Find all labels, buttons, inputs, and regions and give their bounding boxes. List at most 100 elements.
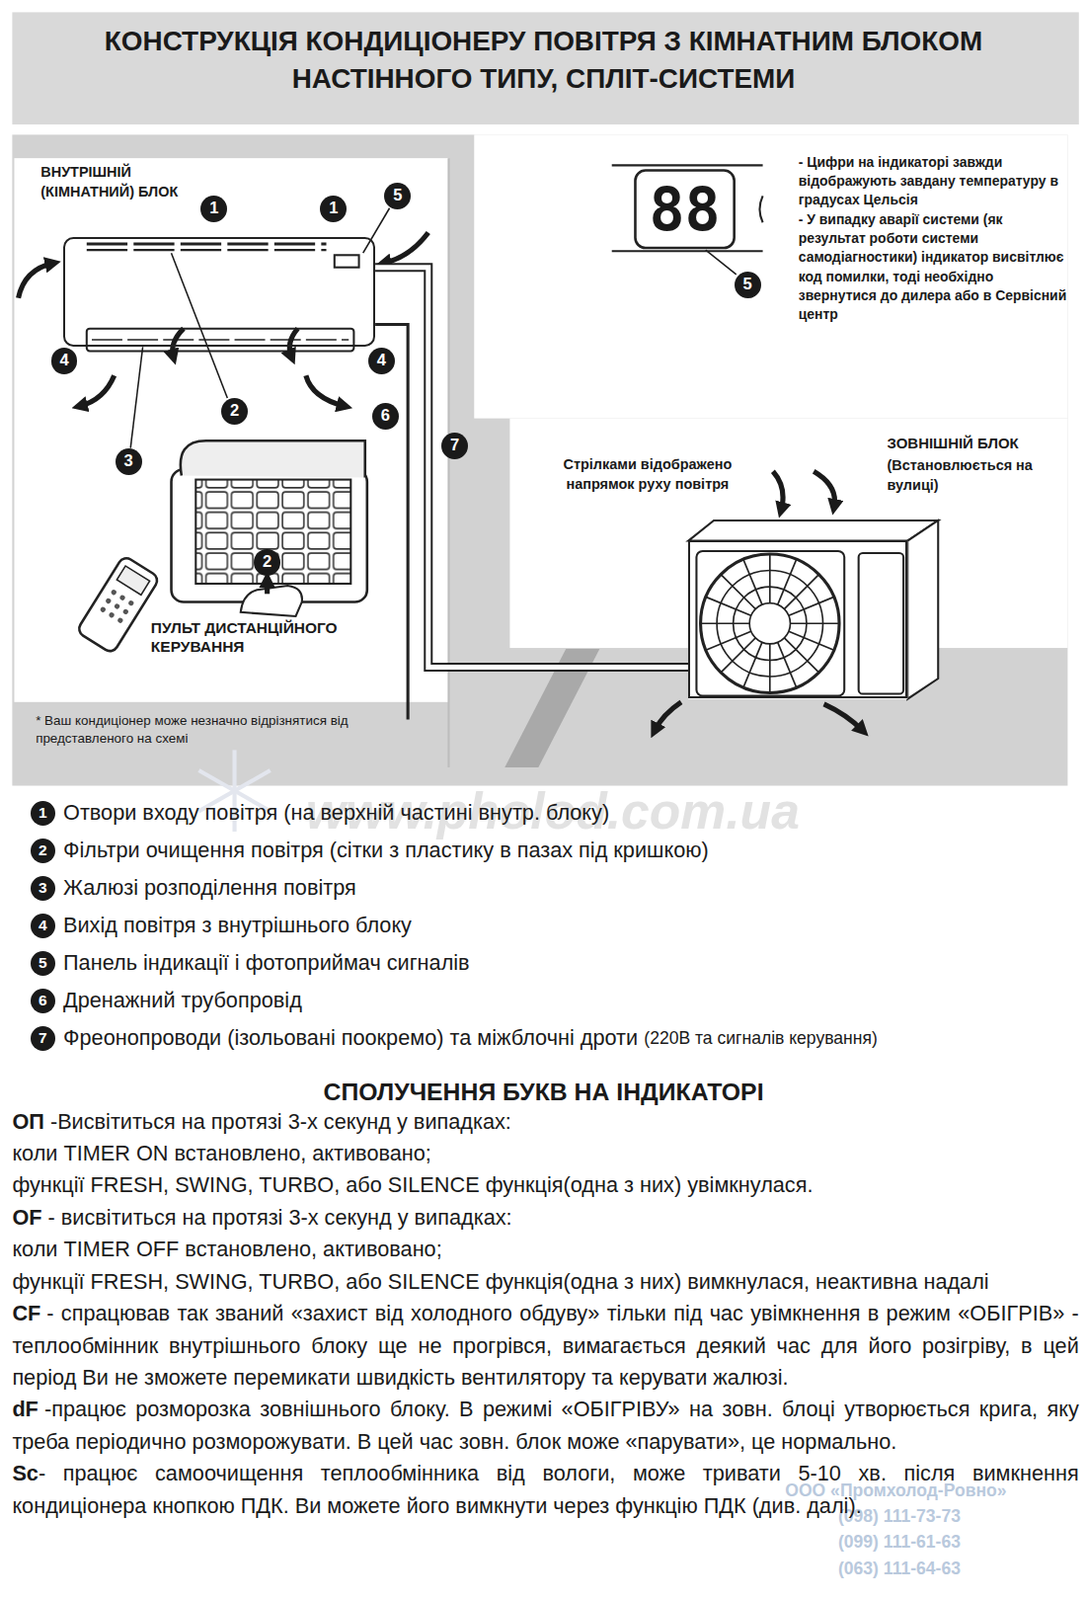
legend-row: 3Жалюзі розподілення повітря [30,873,357,903]
drawing-circle [118,594,126,602]
callout-number: 7 [441,432,468,460]
legend-text: Фреонопроводи (ізольовані поокремо) та м… [63,1024,638,1051]
fan-spoke [705,596,752,616]
fan-spoke [720,637,756,673]
drawing-rect [11,11,1079,125]
drawing-polygon [688,520,938,542]
code-description: -працює розморозка зовнішнього блоку. В … [11,1396,1079,1453]
body-line: коли TIMER ON встановлено, активовано; [11,1140,431,1165]
drawing-line [86,241,327,245]
drawing-line [705,249,737,275]
callout-number: 5 [30,950,56,976]
drawing-g [700,553,840,694]
drawing-path [759,195,763,223]
paragraph: функції FRESH, SWING, TURBO, або SILENCE… [11,1265,1079,1298]
legend-row: 5 Панель індикації і фотоприймач сигналів [30,948,470,978]
legend-text: Панель індикації і фотоприймач сигналів [63,949,470,976]
fan-spoke [769,643,772,694]
drawing-rect [76,554,160,654]
paragraph: функції FRESH, SWING, TURBO, або SILENCE… [11,1168,1079,1201]
drawing-path [79,375,115,406]
fan-spoke [777,641,797,688]
callout-number: 2 [30,838,56,863]
legend-row: 2Фільтри очищення повітря (сітки з пласт… [30,836,709,865]
unit-label: ВНУТРІШНІЙ (КІМНАТНИЙ) БЛОК [40,162,189,202]
callout-number: 2 [221,397,248,425]
drawing-rect [696,550,845,697]
code-term: dF [11,1396,39,1421]
legend-row: 1Отвори входу повітря (на верхній частин… [30,798,610,828]
watermark: (098) 111-73-73 [838,1505,1043,1528]
watermark: (063) 111-64-63 [838,1557,1043,1580]
drawing-rect [688,541,908,699]
callout-number: 4 [368,347,395,375]
fan-spoke [788,630,835,650]
paragraph: ОП-Висвітиться на протязі 3-х секунд у в… [11,1105,1079,1138]
title: КОНСТРУКЦІЯ КОНДИЦІОНЕРУ ПОВІТРЯ З КІМНА… [101,22,985,98]
drawing-circle [113,602,121,610]
drawing-path [180,440,366,477]
fan-spoke [743,558,763,605]
code-term: CF [11,1300,41,1325]
legend-text: Дренажний трубопровід [63,987,303,1013]
watermark: (099) 111-61-63 [838,1531,1043,1553]
callout-number: 7 [30,1025,56,1051]
indoor-unit: ВНУТРІШНІЙ (КІМНАТНИЙ) БЛОК [63,236,376,348]
fan-spoke [743,641,763,688]
callout-number: 1 [30,800,56,826]
fan-spoke [783,574,819,610]
legend-row: 7 Фреонопроводи (ізольовані поокремо) та … [30,1023,878,1053]
drawing-rect [116,565,150,595]
callout-number: 6 [30,988,56,1013]
drawing-line [447,157,450,768]
fan-spoke [705,630,752,650]
callout-number: 4 [30,913,56,938]
drawing-line [612,249,764,252]
drawing-line [91,338,349,341]
paragraph: dF-працює розморозка зовнішнього блоку. … [11,1393,1079,1458]
drawing-path [18,263,54,299]
paragraph: CF- спрацював так званий «захист від хол… [11,1297,1079,1394]
paragraph: Sc- працює самоочищення теплообмінника в… [11,1457,1079,1522]
fan-spoke [783,637,819,673]
legend-text: Вихід повітря з внутрішнього блоку [63,912,412,938]
legend-text: (220В та сигналів керування) [643,1027,878,1049]
body-line: функції FRESH, SWING, TURBO, або SILENCE… [11,1171,813,1197]
text-block: ОП-Висвітиться на протязі 3-х секунд у в… [11,1105,1079,1522]
drawing-circle [99,606,107,614]
drawing-rect [195,479,351,584]
drawing-rect [858,552,904,695]
drawing-line [130,346,143,448]
callout-number: 2 [253,548,281,576]
body-line: функції FRESH, SWING, TURBO, або SILENCE… [11,1268,989,1294]
drawing-path [824,703,863,731]
drawing-circle [110,588,118,596]
drawing-path [306,375,345,406]
arrow-note: Стрілками відображено напрямок руху пові… [535,454,760,494]
drawing-circle [104,597,112,605]
drawing-circle [116,617,124,624]
drawing-line [86,248,327,251]
drawing-line [363,208,390,253]
drawing-path [773,470,783,510]
drawing-path [813,470,835,507]
drawing-g [99,588,136,624]
body-line: коли TIMER OFF встановлено, активовано; [11,1236,442,1261]
callout-number: 6 [372,402,399,430]
drawing-g [76,554,160,654]
fan-spoke [777,558,797,605]
drawing-polygon [907,520,938,699]
unit-label: (Встановлюється на вулиці) [887,456,1067,495]
drawing-path [375,324,408,720]
drawing-rect [334,254,360,267]
drawing-rect [171,468,368,602]
code-term: OF [11,1204,42,1230]
paragraph: коли TIMER OFF встановлено, активовано; [11,1233,1079,1265]
note: * Ваш кондиціонер може незначно відрізня… [35,711,444,748]
indicator-note: - У випадку аварії системи (як результат… [798,210,1073,324]
code-term: ОП [11,1108,44,1134]
drawing-path [383,232,428,264]
fan-spoke [789,621,840,624]
fan-spoke [720,574,756,610]
fan-spoke [769,553,772,604]
